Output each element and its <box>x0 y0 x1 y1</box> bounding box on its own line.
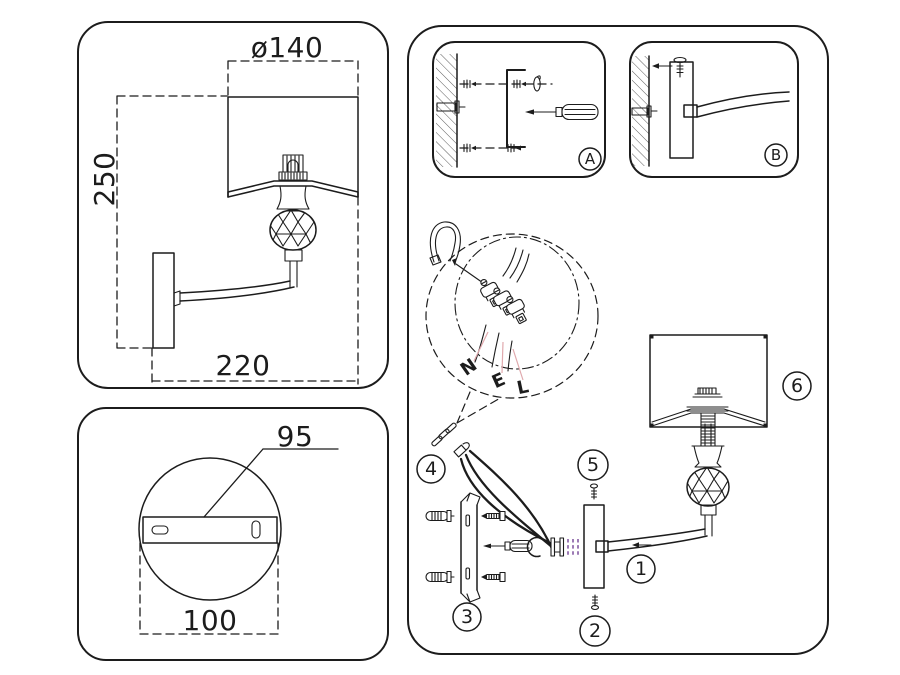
wire-label-l: L <box>515 376 531 399</box>
dimension-base-label: 100 <box>183 604 238 637</box>
arm-connector <box>595 540 609 553</box>
part-number-3: 3 <box>461 606 473 628</box>
mounting-screw-icon <box>481 510 506 522</box>
zoom-circle <box>454 236 580 370</box>
lamp-side-drawing <box>152 154 359 349</box>
socket-silhouette <box>692 387 723 398</box>
part-number-5: 5 <box>587 454 599 476</box>
leader-live <box>512 348 524 381</box>
bracket-profile <box>506 69 526 148</box>
terminal-block <box>474 247 530 372</box>
wire-label-e: E <box>489 369 509 393</box>
part-4-badge: 4 <box>416 454 446 484</box>
step-a: A <box>432 41 606 178</box>
dimension-width-label: 220 <box>216 349 271 382</box>
panel-base-view-border <box>77 407 389 661</box>
part-number-6: 6 <box>791 375 803 397</box>
wall-hatch <box>632 56 649 166</box>
wiring-detail: N E L <box>425 221 599 424</box>
wall-plate <box>583 504 605 589</box>
part-5-badge: 5 <box>577 449 609 481</box>
mounting-bracket <box>460 492 481 603</box>
lamp-arm <box>607 528 708 552</box>
leader-earth <box>501 341 504 374</box>
panel-installation-border <box>407 25 829 655</box>
step-b-badge: B <box>764 143 788 167</box>
step-b-label: B <box>771 146 781 164</box>
step-a-badge: A <box>578 147 602 171</box>
dimension-bracket: 95 <box>203 420 339 518</box>
part-number-2: 2 <box>589 620 601 642</box>
part-6-badge: 6 <box>782 371 812 401</box>
cable-hook-icon <box>429 221 487 286</box>
shade-assembly: 6 <box>607 334 812 552</box>
wall-anchor-icon <box>631 105 658 118</box>
part-number-1: 1 <box>635 558 647 580</box>
lamp-arm <box>696 91 790 118</box>
cable-loop <box>526 536 541 558</box>
wall-plate-assembly: 5 2 1 <box>577 449 656 647</box>
mounting-screw-icon <box>481 571 506 583</box>
dimension-height: 250 <box>88 95 228 349</box>
dimension-bracket-label: 95 <box>277 420 314 453</box>
wire-harness: 4 <box>416 422 555 553</box>
mount-slot-left <box>151 525 169 535</box>
leader-neutral <box>473 331 489 362</box>
mount-bar <box>142 516 278 544</box>
part-2-badge: 2 <box>579 615 611 647</box>
dimension-base: 100 <box>139 542 279 637</box>
dimension-width: 220 <box>151 196 359 385</box>
wire-label-n: N <box>457 355 481 381</box>
push-arrow <box>652 63 673 69</box>
insert-arrow <box>632 542 652 548</box>
screw-top-icon <box>589 483 599 500</box>
dimension-diameter-label: ø140 <box>251 31 324 64</box>
screwdriver-icon <box>483 539 533 553</box>
threaded-stem <box>700 412 716 447</box>
screw-bottom-icon <box>590 594 600 611</box>
mounting-kit: 3 <box>425 492 579 632</box>
wall-anchor-icon <box>425 570 455 584</box>
screwdriver-icon <box>525 103 599 121</box>
wall-plate <box>669 61 694 159</box>
panel-side-view: ø140 250 <box>77 21 389 389</box>
mount-slot-right <box>251 520 261 539</box>
panel-base-view: 95 100 <box>77 407 389 661</box>
dimension-diameter: ø140 <box>227 31 359 97</box>
wall-anchor-icon <box>425 509 455 523</box>
screw-icon <box>673 56 687 78</box>
alignment-marks <box>567 539 579 556</box>
dimension-height-label: 250 <box>88 152 121 207</box>
base-circle <box>138 457 282 601</box>
step-b: B <box>629 41 799 178</box>
step-a-label: A <box>585 150 596 168</box>
part-number-4: 4 <box>425 458 437 480</box>
speech-bubble <box>425 233 599 399</box>
wire-end-connector <box>550 537 565 557</box>
arm-connector <box>683 104 698 118</box>
panel-side-view-border <box>77 21 389 389</box>
lamp-shade-outline <box>227 96 359 198</box>
wall-anchor-icon <box>436 100 466 114</box>
panel-installation: A <box>407 25 829 655</box>
part-1-badge: 1 <box>626 554 656 584</box>
part-3-badge: 3 <box>452 602 482 632</box>
